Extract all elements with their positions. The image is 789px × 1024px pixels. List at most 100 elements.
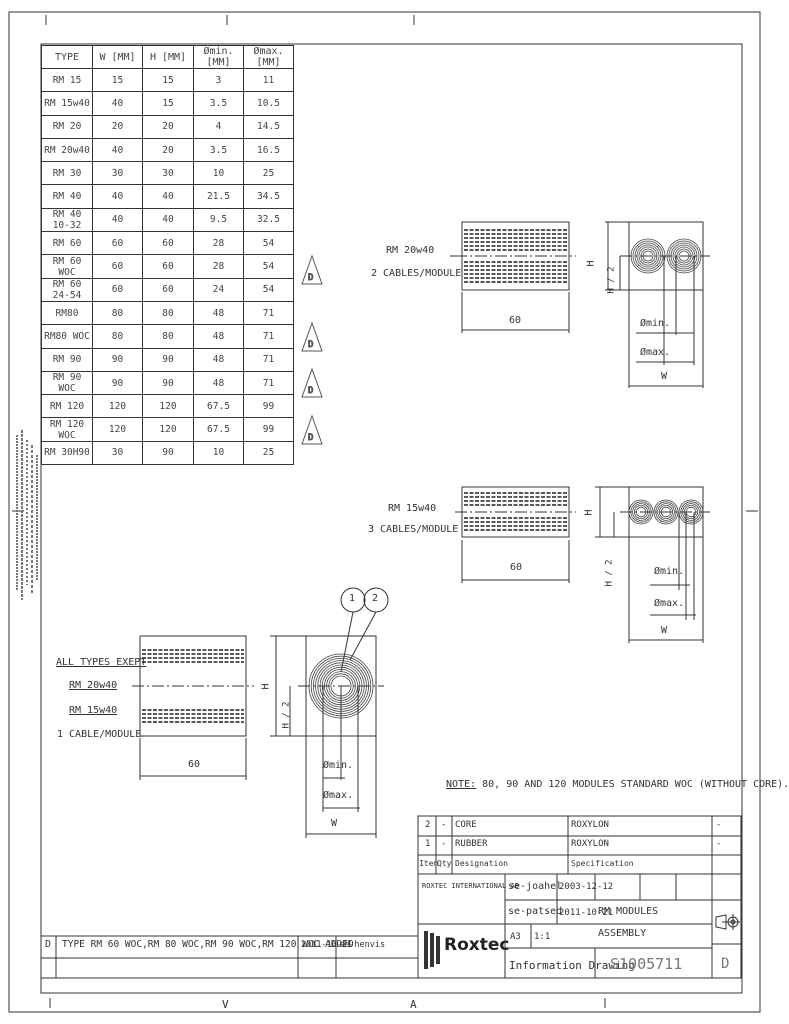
spec-cell: 30 [92, 440, 143, 466]
svg-text:D: D [308, 433, 313, 443]
spec-cell: RM 15 [41, 67, 93, 93]
mid-dim-h2: H / 2 [604, 559, 615, 587]
rev-letter: D [45, 939, 52, 950]
spec-cell: 4 [193, 114, 244, 139]
spec-cell: RM80 WOC [41, 324, 93, 349]
roxtec-logo-text: Roxtec [444, 935, 510, 955]
cable-layer-ring [670, 242, 698, 270]
spec-cell: 40 [142, 184, 194, 209]
view-top-side [450, 221, 576, 333]
top-dim-min: Ømin. [640, 318, 671, 329]
spec-cell: 11 [243, 67, 294, 93]
mid-view-label-1: RM 15w40 [388, 503, 437, 514]
side-microtext [16, 430, 38, 600]
spec-cell: 3 [193, 67, 244, 93]
spec-cell: RM80 [41, 300, 93, 326]
top-dim-h2: H / 2 [606, 266, 617, 294]
spec-cell: RM 30 [41, 161, 93, 186]
spec-cell: 90 [142, 347, 194, 372]
spec-cell: 20 [142, 137, 194, 163]
mid-dim-min: Ømin. [654, 566, 685, 577]
cable-layer-ring [672, 244, 696, 268]
spec-cell: 80 [142, 300, 194, 326]
rev-description: TYPE RM 60 WOC,RM 80 WOC,RM 90 WOC,RM 12… [62, 939, 354, 950]
spec-cell: 24 [193, 277, 244, 302]
cable-layer-ring [638, 246, 658, 266]
spec-cell: 25 [243, 440, 294, 466]
spec-cell: 3.5 [193, 91, 244, 116]
top-dim-h: H [585, 260, 597, 267]
title-line-1: RM MODULES [598, 906, 659, 917]
mid-dim-length: 60 [510, 562, 523, 573]
spec-cell: 60 [142, 254, 194, 279]
spec-cell: 15 [142, 91, 194, 116]
zone-mark-a: A [410, 998, 417, 1011]
top-dim-length: 60 [509, 315, 522, 326]
note-prefix: NOTE: [446, 779, 477, 790]
bottom-view-label-1: ALL TYPES EXEPT [56, 657, 147, 668]
spec-cell: 40 [92, 184, 143, 209]
cable-layer-ring [630, 501, 652, 523]
spec-cell: 15 [142, 67, 194, 93]
bom-head-item: Item [419, 859, 439, 868]
spec-cell: 90 [142, 370, 194, 396]
spec-cell: 48 [193, 324, 244, 349]
spec-cell: 40 [142, 207, 194, 233]
spec-cell: 54 [243, 254, 294, 279]
view-bottom-side [132, 635, 254, 780]
cable-layer-ring [632, 503, 650, 521]
cable-layer-ring [653, 499, 679, 525]
mid-view-label-2: 3 CABLES/MODULE [368, 524, 459, 535]
title-line-2: ASSEMBLY [598, 928, 647, 939]
cable-layer-ring [628, 499, 654, 525]
spec-cell: 48 [193, 347, 244, 372]
spec-cell: 67.5 [193, 394, 244, 419]
spec-cell: 60 [142, 277, 194, 302]
zone-mark-v: V [222, 998, 229, 1011]
bom-designation-1: RUBBER [455, 839, 488, 849]
cable-layer-ring [642, 250, 654, 262]
spec-table-header: TYPE W [MM] H [MM] Ømin. [MM] Ømax. [MM] [41, 45, 294, 69]
spec-cell: 30 [92, 161, 143, 186]
spec-cell: 10 [193, 440, 244, 466]
view-mid-side [455, 486, 576, 583]
bom-item-1: 1 [425, 839, 431, 849]
spec-cell: 40 [92, 207, 143, 233]
cable-layer-ring [682, 503, 700, 521]
bom-extra-1: - [716, 839, 722, 849]
doc-number: S1005711 [610, 955, 683, 973]
spec-cell: RM 30H90 [41, 440, 93, 466]
spec-cell: RM 20 [41, 114, 93, 139]
svg-text:D: D [308, 340, 313, 350]
spec-cell: RM 40 10-32 [41, 207, 93, 233]
spec-cell: RM 120 [41, 394, 93, 419]
spec-cell: RM 60 WOC [41, 254, 93, 279]
cable-layer-ring [684, 504, 699, 519]
spec-cell: 120 [92, 394, 143, 419]
spec-cell: RM 120 WOC [41, 417, 93, 442]
spec-cell: RM 60 24-54 [41, 277, 93, 302]
mid-dim-max: Ømax. [654, 598, 685, 609]
bottom-dim-h2: H / 2 [281, 701, 292, 729]
spec-cell: 28 [193, 231, 244, 256]
cable-layer-ring [632, 240, 664, 272]
svg-text:D: D [308, 273, 313, 283]
note-text: 80, 90 AND 120 MODULES STANDARD WOC (WIT… [482, 779, 789, 790]
spec-cell: 90 [142, 440, 194, 466]
cable-layer-ring [634, 504, 649, 519]
spec-cell: RM 90 WOC [41, 370, 93, 396]
spec-cell: 120 [142, 394, 194, 419]
spec-cell: 54 [243, 277, 294, 302]
bottom-dim-max: Ømax. [323, 790, 354, 801]
bom-head-spec: Specification [571, 859, 634, 868]
spec-cell: RM 90 [41, 347, 93, 372]
note: NOTE: 80, 90 AND 120 MODULES STANDARD WO… [446, 779, 789, 790]
spec-cell: 60 [142, 231, 194, 256]
top-dim-w: W [661, 371, 668, 382]
